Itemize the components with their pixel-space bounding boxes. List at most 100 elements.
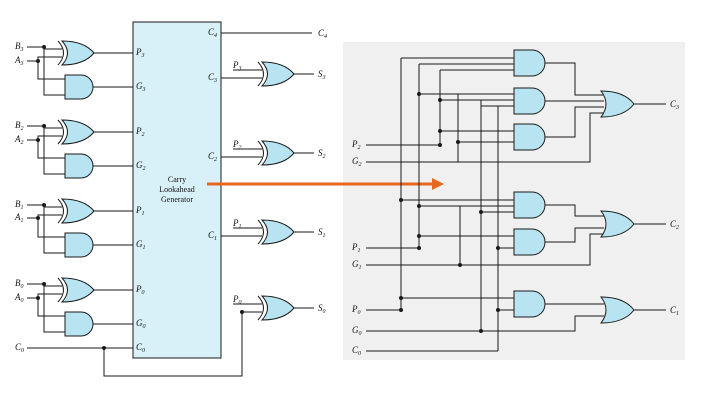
and-gate-stage-3 bbox=[64, 74, 94, 100]
svg-text:P2: P2 bbox=[232, 139, 242, 151]
svg-text:G0: G0 bbox=[136, 318, 146, 330]
right-input-label-p0: P0 bbox=[351, 304, 361, 316]
or-gate-c2 bbox=[599, 210, 635, 238]
right-input-label-g1: G1 bbox=[352, 259, 362, 271]
svg-text:C4: C4 bbox=[318, 28, 327, 40]
junction-dot bbox=[42, 282, 46, 286]
svg-text:C3: C3 bbox=[670, 99, 679, 111]
sum-3-wires bbox=[221, 69, 314, 79]
right-input-label-g0: G0 bbox=[352, 325, 362, 337]
svg-text:P0: P0 bbox=[232, 294, 242, 306]
generator-label-line1: Carry bbox=[168, 175, 186, 184]
input-label-a2: A2 bbox=[14, 134, 24, 146]
svg-text:B3: B3 bbox=[15, 41, 24, 53]
xor-gate-stage-3-back-curve bbox=[57, 40, 64, 66]
pin-label-g0: G0 bbox=[136, 318, 146, 330]
output-label-c4: C4 bbox=[318, 28, 327, 40]
pin-label-c3: C3 bbox=[208, 72, 217, 84]
svg-text:S0: S0 bbox=[318, 303, 326, 315]
svg-text:C1: C1 bbox=[670, 305, 679, 317]
right-output-label-c3: C3 bbox=[670, 99, 679, 111]
svg-text:G0: G0 bbox=[352, 325, 362, 337]
xor-gate-stage-2-back-curve bbox=[57, 119, 64, 145]
pin-label-p0: P0 bbox=[135, 284, 145, 296]
input-label-b1: B1 bbox=[15, 199, 24, 211]
svg-text:G2: G2 bbox=[352, 156, 362, 168]
input-label-a0: A0 bbox=[14, 292, 24, 304]
or-gate-c3 bbox=[599, 90, 635, 118]
svg-text:A2: A2 bbox=[14, 134, 24, 146]
svg-text:P0: P0 bbox=[351, 304, 361, 316]
and-gate-stage-0 bbox=[64, 311, 94, 337]
right-output-label-c1: C1 bbox=[670, 305, 679, 317]
pin-label-c1: C1 bbox=[208, 230, 217, 242]
svg-text:B2: B2 bbox=[15, 120, 24, 132]
xor-gate-stage-1 bbox=[60, 198, 95, 224]
sum-p-label-0: P0 bbox=[232, 294, 242, 306]
svg-text:A3: A3 bbox=[14, 55, 24, 67]
and-gate-c3-a bbox=[513, 49, 546, 77]
generator-label-line2: Lookahead bbox=[159, 185, 195, 194]
input-label-b3: B3 bbox=[15, 41, 24, 53]
right-junction-dots bbox=[399, 92, 500, 333]
input-label-b2: B2 bbox=[15, 120, 24, 132]
xor-gate-stage-3 bbox=[60, 40, 95, 66]
and-gate-c3-b bbox=[513, 87, 546, 115]
junction-dot bbox=[36, 59, 40, 63]
svg-text:A0: A0 bbox=[14, 292, 24, 304]
or-c1-wires bbox=[481, 303, 666, 332]
input-label-a1: A1 bbox=[14, 212, 24, 224]
junction-dot bbox=[42, 124, 46, 128]
or-gate-c1 bbox=[599, 296, 635, 324]
svg-text:G1: G1 bbox=[136, 239, 146, 251]
svg-text:C2: C2 bbox=[670, 219, 679, 231]
right-output-label-c2: C2 bbox=[670, 219, 679, 231]
output-label-s0: S0 bbox=[318, 303, 326, 315]
junction-dot bbox=[102, 346, 106, 350]
sum-xor-gate-3-back-curve bbox=[257, 61, 264, 87]
svg-text:P3: P3 bbox=[232, 60, 242, 72]
svg-text:C3: C3 bbox=[208, 72, 217, 84]
svg-text:C1: C1 bbox=[208, 230, 217, 242]
or-c2-wires bbox=[460, 204, 666, 266]
xor-gate-stage-0-back-curve bbox=[57, 277, 64, 303]
sum-p-label-2: P2 bbox=[232, 139, 242, 151]
pin-label-c2: C2 bbox=[208, 151, 217, 163]
sum-p-label-3: P3 bbox=[232, 60, 242, 72]
svg-text:S2: S2 bbox=[318, 148, 326, 160]
input-label-b0: B0 bbox=[15, 278, 24, 290]
svg-text:G1: G1 bbox=[352, 259, 362, 271]
sum-xor-gate-0 bbox=[260, 295, 295, 321]
pin-label-g2: G2 bbox=[136, 160, 146, 172]
and-bottom-inputs bbox=[401, 297, 514, 311]
pin-label-p3: P3 bbox=[135, 47, 145, 59]
junction-dot bbox=[36, 138, 40, 142]
sum-0-wires bbox=[233, 303, 314, 313]
xor-gate-stage-1-back-curve bbox=[57, 198, 64, 224]
junction-dot bbox=[240, 310, 244, 314]
output-label-s2: S2 bbox=[318, 148, 326, 160]
stage-0-wires bbox=[27, 283, 243, 377]
sum-p-label-1: P1 bbox=[232, 218, 242, 230]
pin-label-p1: P1 bbox=[135, 205, 145, 217]
junction-dot bbox=[42, 45, 46, 49]
pin-label-p2: P2 bbox=[135, 126, 145, 138]
and-gate-c3-c bbox=[513, 123, 546, 151]
xor-gate-stage-0 bbox=[60, 277, 95, 303]
pin-label-c4: C4 bbox=[208, 27, 217, 39]
or-c3-wires bbox=[458, 62, 666, 163]
svg-text:G3: G3 bbox=[136, 81, 146, 93]
sum-1-wires bbox=[221, 227, 314, 237]
sum-2-wires bbox=[221, 148, 314, 158]
sum-xor-gate-1 bbox=[260, 219, 295, 245]
svg-text:A1: A1 bbox=[14, 212, 24, 224]
and-gate-stage-2 bbox=[64, 153, 94, 179]
xor-gate-stage-2 bbox=[60, 119, 95, 145]
carry-lookahead-generator-block bbox=[132, 21, 222, 359]
svg-text:C2: C2 bbox=[208, 151, 217, 163]
input-label-c0: C0 bbox=[15, 342, 24, 354]
junction-dot bbox=[42, 203, 46, 207]
right-input-label-p1: P1 bbox=[351, 242, 361, 254]
svg-text:C0: C0 bbox=[352, 345, 361, 357]
